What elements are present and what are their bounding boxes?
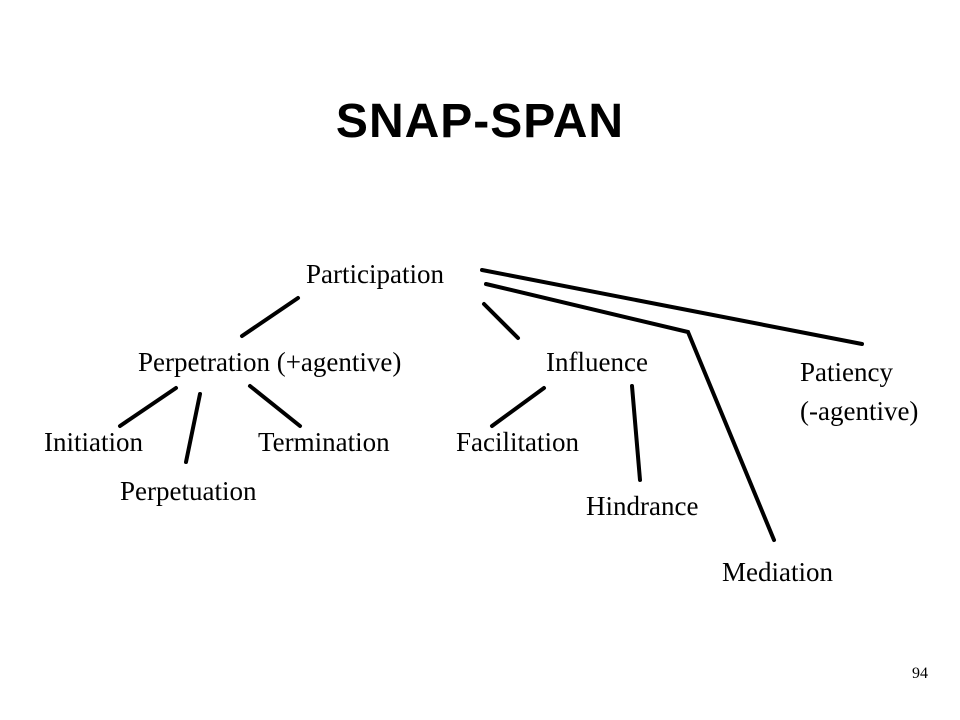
edge-influence-facilitation [490,386,546,428]
node-patiency-line2: (-agentive) [800,396,919,426]
node-perpetration: Perpetration (+agentive) [138,347,402,377]
slide-title: SNAP-SPAN [335,95,625,148]
node-influence: Influence [546,347,648,377]
node-perpetuation: Perpetuation [120,476,257,506]
edge-influence-hindrance [630,384,642,482]
edge-perpetration-perpetuation [184,392,202,464]
page-number: 94 [912,665,928,682]
node-initiation: Initiation [44,427,143,457]
node-participation: Participation [306,259,444,289]
edge-participation-mediation [484,282,776,542]
node-facilitation: Facilitation [456,427,579,457]
edge-participation-perpetration [240,296,300,338]
edge-participation-influence [482,302,520,340]
node-patiency-line1: Patiency [800,357,893,387]
edge-perpetration-termination [248,384,302,428]
node-termination: Termination [258,427,390,457]
edge-perpetration-initiation [118,386,178,428]
node-hindrance: Hindrance [586,491,699,521]
edge-participation-patiency [480,268,864,346]
node-mediation: Mediation [722,557,833,587]
